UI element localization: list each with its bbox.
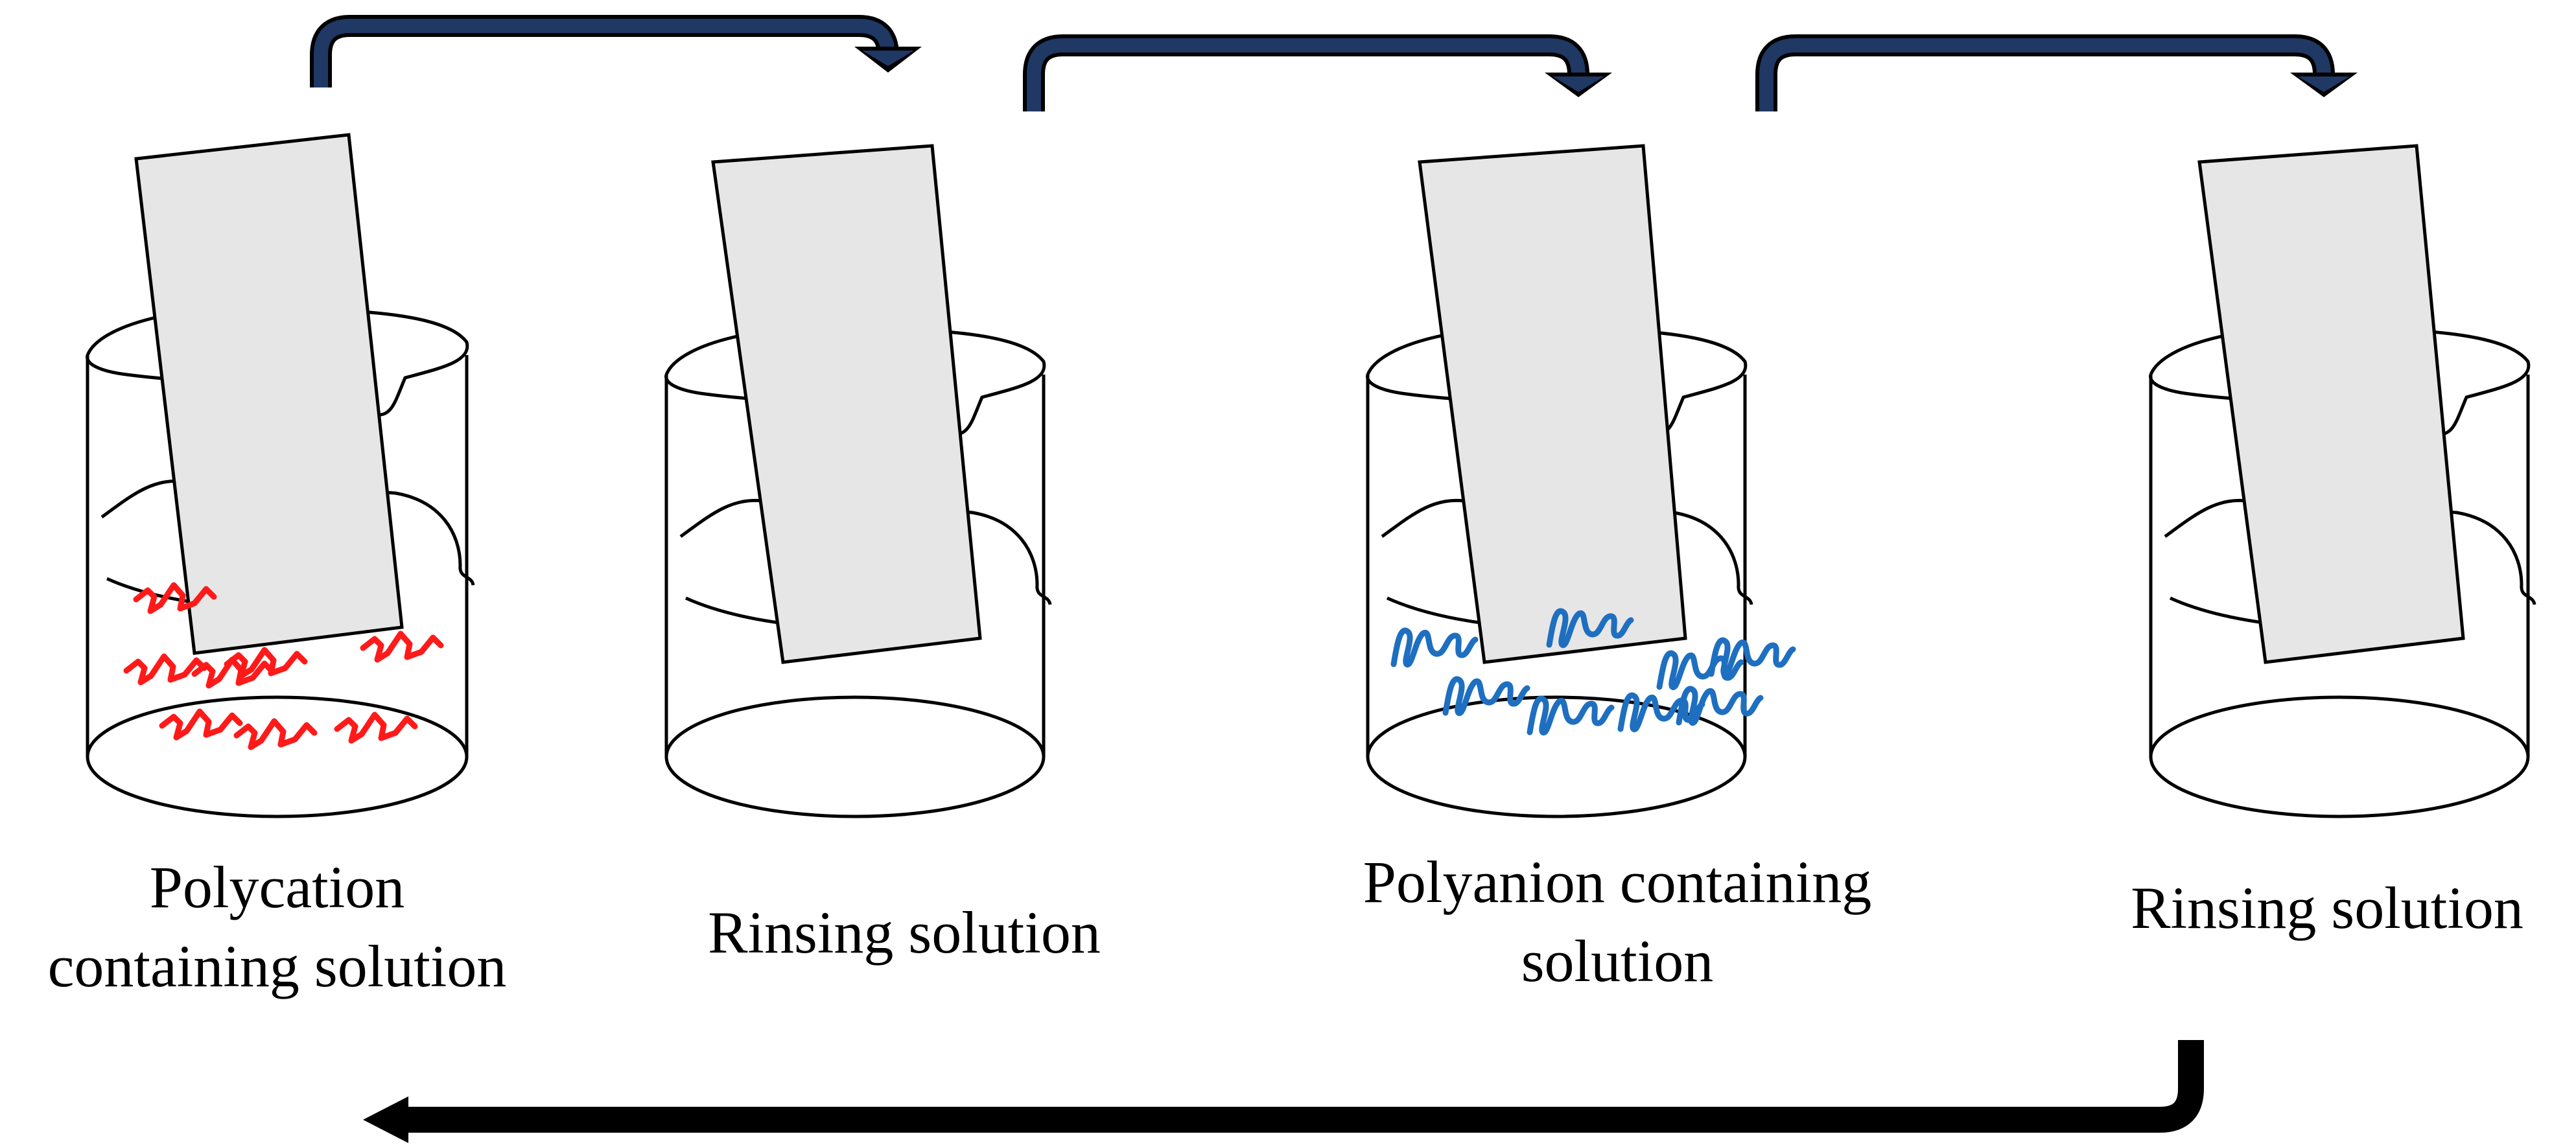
polyanion-chain <box>1442 676 1530 716</box>
beaker-station <box>2149 144 2536 818</box>
return-arrow <box>363 1040 2204 1143</box>
beaker-station <box>664 144 1052 818</box>
caption-line: Rinsing solution <box>2131 875 2523 941</box>
caption-line: containing solution <box>47 933 507 999</box>
polyanion-chain <box>1527 695 1615 735</box>
polyanion-chain <box>1390 627 1479 667</box>
polyanion-chain <box>1676 686 1764 726</box>
polycation-chain <box>191 656 275 689</box>
polyanion-chain <box>1708 637 1796 677</box>
beaker-base <box>2149 695 2530 818</box>
beaker-base <box>664 695 1046 818</box>
beaker-station <box>86 133 475 818</box>
polyanion-chain <box>1617 692 1705 732</box>
polycation-chain <box>123 653 207 686</box>
transfer-arrow-1 <box>310 15 922 87</box>
caption-line: Polycation <box>149 854 405 920</box>
caption-line: solution <box>1521 928 1714 994</box>
polyanion-chain <box>1546 608 1634 648</box>
beaker-station <box>1366 144 1796 818</box>
polycation-chain <box>224 647 308 679</box>
polycation-chain <box>334 711 418 744</box>
caption-line: Rinsing solution <box>708 899 1101 966</box>
polycation-chain <box>360 630 444 663</box>
substrate-slide-icon <box>2197 144 2465 664</box>
caption-polyanion-solution: Polyanion containing solution <box>1300 842 1935 1000</box>
caption-line: Polyanion containing <box>1363 849 1872 915</box>
substrate-slide-icon <box>134 133 404 655</box>
caption-rinsing-solution-1: Rinsing solution <box>638 893 1170 972</box>
substrate-slide-icon <box>711 144 982 664</box>
beaker-base <box>1366 695 1747 818</box>
caption-rinsing-solution-2: Rinsing solution <box>2081 868 2573 947</box>
polycation-chain <box>159 708 243 741</box>
beaker-base <box>86 695 469 818</box>
substrate-slide-icon <box>1418 144 1687 664</box>
transfer-arrow-2 <box>1023 34 1612 111</box>
polycation-chain <box>133 582 217 614</box>
transfer-arrow-3 <box>1755 34 2358 111</box>
caption-polycation-solution: Polycation containing solution <box>0 848 554 1006</box>
polycation-chain <box>233 718 318 750</box>
